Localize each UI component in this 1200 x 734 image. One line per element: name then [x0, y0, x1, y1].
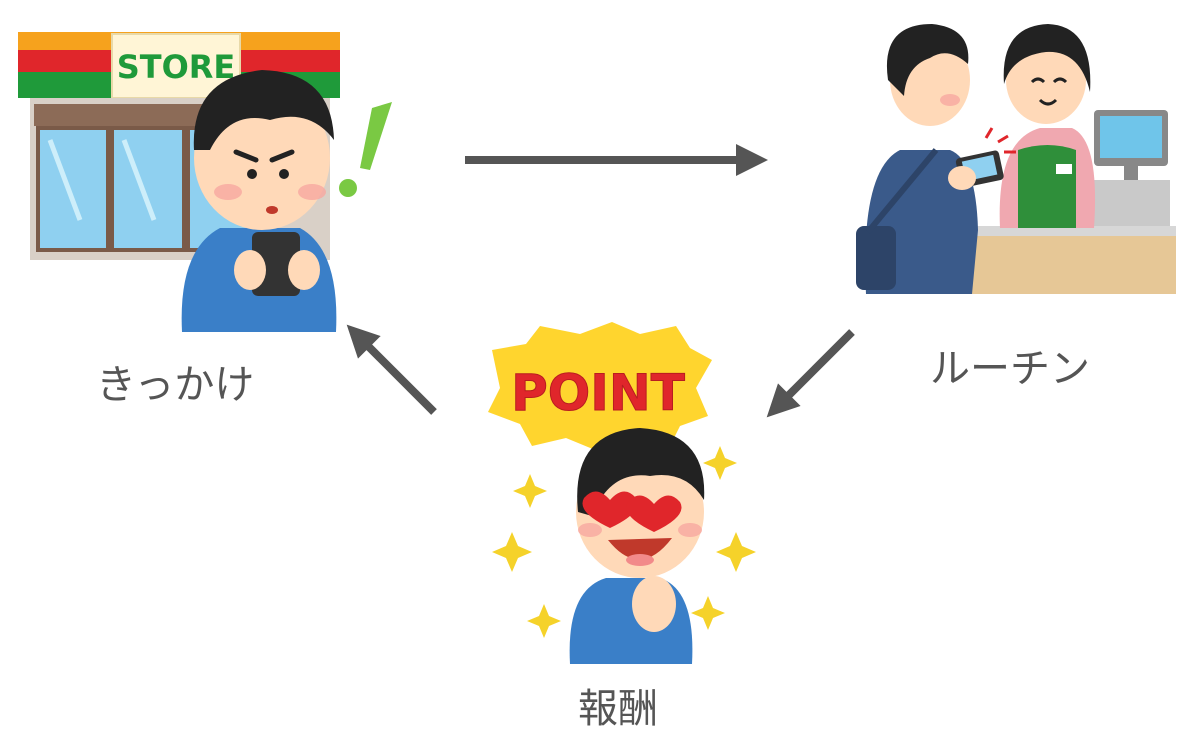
reward-label: 報酬: [578, 686, 658, 732]
heart-eye-right-icon: [626, 495, 682, 532]
store-sign-text: STORE: [117, 48, 236, 86]
counter: [940, 228, 1176, 294]
exclamation-icon: [339, 102, 392, 197]
trigger-illustration: STORE: [18, 32, 392, 332]
trigger-label: きっかけ: [96, 362, 255, 408]
arrow-routine-to-reward: [766, 329, 855, 418]
store-clerk: [999, 24, 1096, 228]
boy-with-phone: [181, 70, 337, 332]
arrow-reward-to-trigger: [346, 324, 437, 415]
heart-eye-left-icon: [582, 491, 638, 528]
routine-label: ルーチン: [930, 346, 1090, 392]
point-badge-text: POINT: [511, 364, 685, 422]
happy-boy: [569, 428, 705, 664]
routine-illustration: [856, 24, 1176, 294]
reward-illustration: POINT: [488, 322, 756, 664]
customer: [856, 24, 1016, 294]
point-burst: POINT: [488, 322, 712, 452]
sparkle-icons: [492, 446, 756, 638]
cash-register: [1080, 110, 1170, 226]
